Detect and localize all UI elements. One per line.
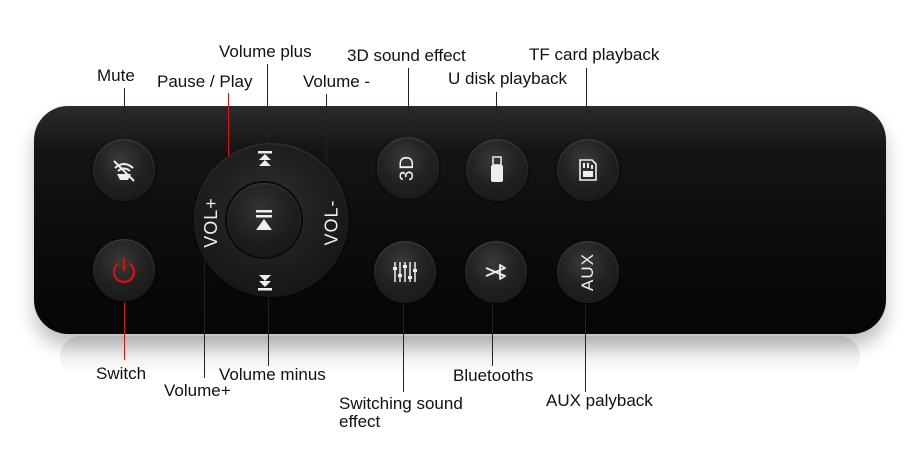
label-volume-plus-side: Volume+ <box>164 381 231 400</box>
vol-plus-label: VOL+ <box>200 197 221 248</box>
leader-line-tf-card <box>586 68 587 148</box>
leader-line-switching-sound <box>403 296 404 392</box>
volume-down-button[interactable] <box>256 272 274 299</box>
volume-down-arrow-icon <box>258 275 272 291</box>
leader-line-volume-plus-side <box>204 244 205 378</box>
leader-line-bluetooth <box>492 296 493 366</box>
label-volume-minus: Volume minus <box>219 365 326 384</box>
leader-line-3d <box>408 68 409 148</box>
power-icon <box>112 257 136 284</box>
volume-up-arrow-icon <box>258 151 272 166</box>
play-pause-icon <box>256 210 272 230</box>
leader-line-volume-plus <box>267 64 268 152</box>
label-switching-sound-effect: effect <box>339 412 381 431</box>
label-switching-sound: Switching sound <box>339 394 463 413</box>
leader-line-pause-play <box>228 93 229 213</box>
tf-card-playback-button[interactable] <box>557 139 619 201</box>
label-volume-dash: Volume - <box>303 72 371 91</box>
vol-minus-label: VOL- <box>321 199 342 246</box>
bluetooth-icon <box>485 264 506 280</box>
3d-label: 3D <box>396 154 418 182</box>
equalizer-icon <box>393 262 417 282</box>
switch-sound-effect-button[interactable] <box>374 241 436 303</box>
3d-effect-button[interactable]: 3D <box>377 137 439 199</box>
label-pause-play: Pause / Play <box>157 72 253 91</box>
usb-playback-button[interactable] <box>466 139 528 201</box>
label-volume-plus: Volume plus <box>219 42 312 61</box>
volume-up-button[interactable] <box>256 149 274 174</box>
mute-icon <box>113 160 135 182</box>
label-aux-playback: AUX palyback <box>546 391 653 410</box>
leader-line-u-disk <box>496 92 497 150</box>
label-u-disk-playback: U disk playback <box>448 69 568 88</box>
bluetooth-button[interactable] <box>465 241 527 303</box>
label-3d-sound-effect: 3D sound effect <box>347 46 466 65</box>
leader-line-volume-dash <box>326 94 327 186</box>
leader-line-aux <box>585 296 586 392</box>
remote-reflection <box>60 336 860 376</box>
aux-button[interactable]: AUX <box>557 241 619 303</box>
label-switch: Switch <box>96 364 147 383</box>
play-pause-button[interactable] <box>227 183 301 257</box>
remote-control-body <box>34 106 886 334</box>
sd-card-icon <box>579 159 597 181</box>
power-button[interactable] <box>93 239 155 301</box>
usb-drive-icon <box>491 156 503 182</box>
leader-line-switch <box>124 272 125 360</box>
aux-label: AUX <box>578 253 597 291</box>
label-mute: Mute <box>97 66 135 85</box>
mute-button[interactable] <box>93 139 155 201</box>
leader-line-volume-minus <box>268 296 269 366</box>
label-tf-card-playback: TF card playback <box>529 45 660 64</box>
leader-line-mute <box>124 88 125 150</box>
label-bluetooths: Bluetooths <box>453 366 534 385</box>
